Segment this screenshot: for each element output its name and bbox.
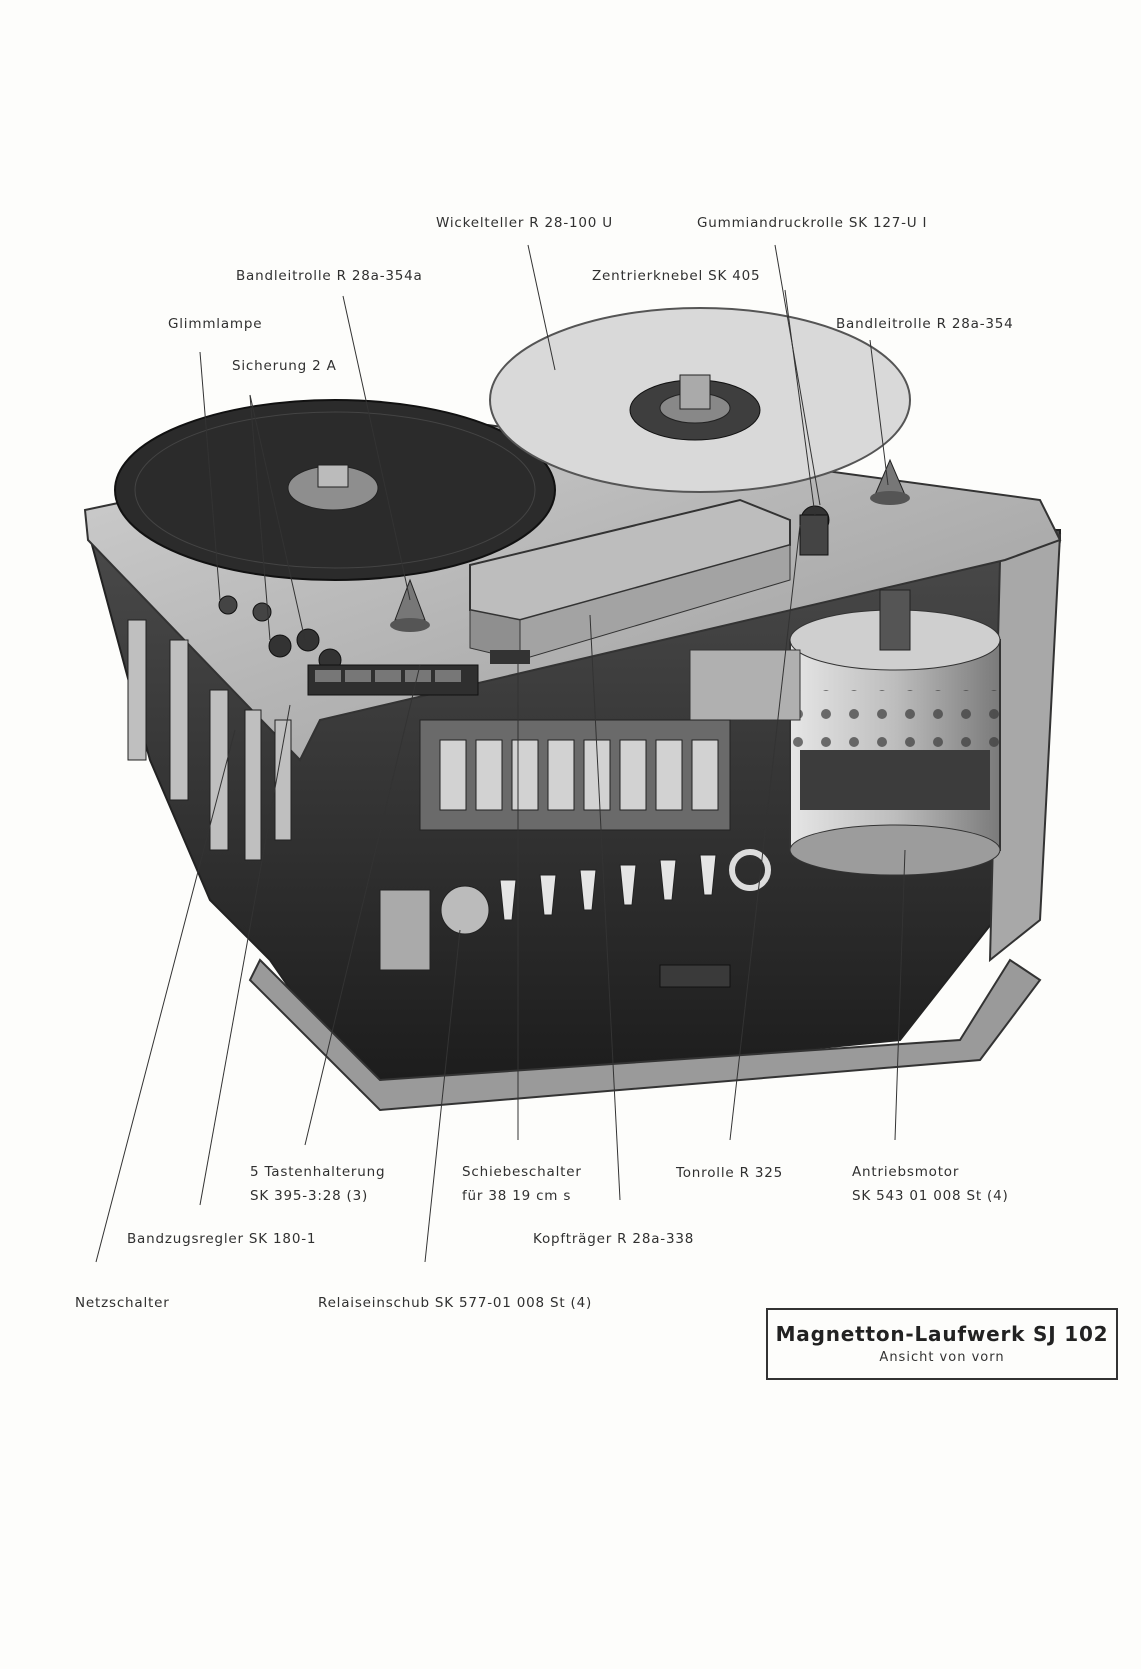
- label-schiebeschalter-line1: Schiebeschalter: [462, 1164, 582, 1180]
- label-wickelteller: Wickelteller R 28-100 U: [436, 215, 613, 231]
- label-sicherung: Sicherung 2 A: [232, 358, 337, 374]
- control-knobs: [218, 595, 530, 696]
- label-antriebsmotor-line2: SK 543 01 008 St (4): [852, 1188, 1009, 1204]
- document-subtitle: Ansicht von vorn: [879, 1350, 1005, 1365]
- label-zentrierknebel: Zentrierknebel SK 405: [592, 268, 761, 284]
- title-box: Magnetton-Laufwerk SJ 102 Ansicht von vo…: [766, 1308, 1118, 1380]
- label-netzschalter: Netzschalter: [75, 1295, 170, 1311]
- resistors: [127, 619, 292, 861]
- head-carrier: [469, 498, 791, 661]
- label-bandzugsregler: Bandzugsregler SK 180-1: [127, 1231, 317, 1247]
- label-tonrolle: Tonrolle R 325: [676, 1165, 784, 1181]
- document-title: Magnetton-Laufwerk SJ 102: [775, 1322, 1109, 1346]
- label-relaiseinschub: Relaiseinschub SK 577-01 008 St (4): [318, 1295, 593, 1311]
- label-schiebeschalter: Schiebeschalter für 38 19 cm s: [462, 1160, 582, 1208]
- relay-block: [379, 719, 771, 988]
- label-schiebeschalter-line2: für 38 19 cm s: [462, 1188, 572, 1204]
- label-antriebsmotor-line1: Antriebsmotor: [852, 1164, 960, 1180]
- right-reel: [489, 307, 911, 493]
- label-kopftraeger: Kopfträger R 28a-338: [533, 1231, 695, 1247]
- label-tastenhalterung-line2: SK 395-3:28 (3): [250, 1188, 369, 1204]
- label-tastenhalterung-line1: 5 Tastenhalterung: [250, 1164, 386, 1180]
- drive-motor: [689, 589, 1001, 876]
- label-bandleitrolle-right: Bandleitrolle R 28a-354: [836, 316, 1014, 332]
- label-bandleitrolle-left: Bandleitrolle R 28a-354a: [236, 268, 423, 284]
- label-glimmlampe: Glimmlampe: [168, 316, 263, 332]
- label-gummiandruckrolle: Gummiandruckrolle SK 127-U I: [697, 215, 928, 231]
- left-reel: [114, 399, 556, 581]
- label-tastenhalterung: 5 Tastenhalterung SK 395-3:28 (3): [250, 1160, 385, 1208]
- leader-lines: [95, 244, 906, 1263]
- label-antriebsmotor: Antriebsmotor SK 543 01 008 St (4): [852, 1160, 1009, 1208]
